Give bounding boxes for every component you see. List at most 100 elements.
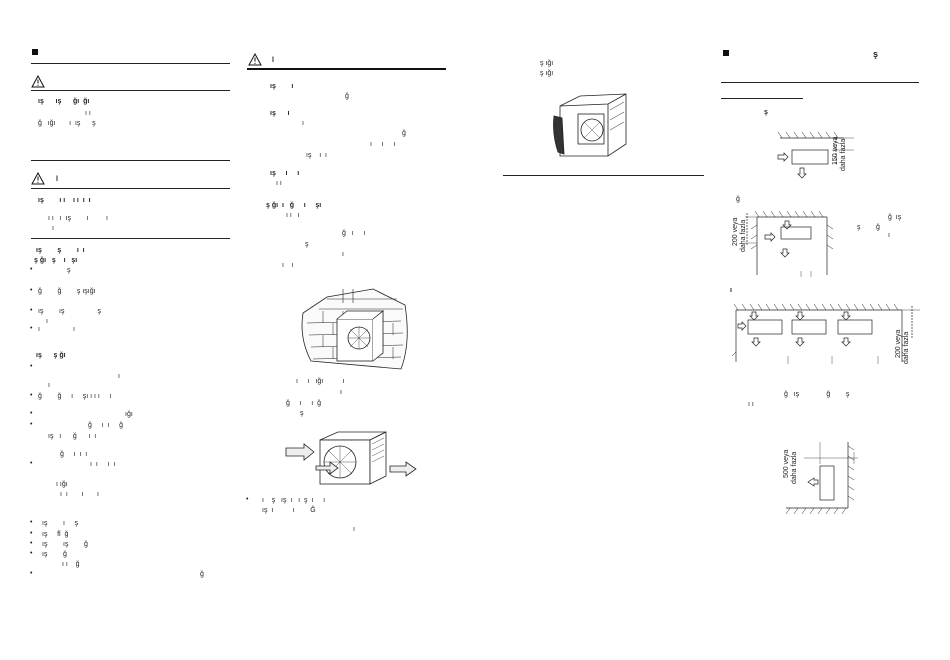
- clearance-diagram-top: [777, 131, 854, 179]
- figure-1-caption: ı: [340, 389, 342, 396]
- caution-rule-2: [247, 68, 446, 70]
- bullet-dot: •: [30, 540, 33, 547]
- clearance-label-500: daha fazla: [791, 451, 798, 484]
- caution-line: ış ı ı: [270, 170, 300, 177]
- caution-line: ı: [302, 120, 304, 127]
- caution-line-1: ış ı ı ı ı ı ı: [38, 197, 91, 204]
- caution-line: ş: [305, 241, 309, 248]
- list-item: ı ı ı ı: [60, 491, 99, 498]
- list-item: ğ ğ ş ışığı: [38, 288, 96, 295]
- list-item: ı: [46, 318, 48, 325]
- list-item: ış ı ş: [42, 520, 79, 527]
- top-line: ş ığı: [540, 70, 554, 77]
- list-item: ı ığı: [56, 481, 68, 488]
- figure-2-caption: ış ı ı Ğ: [262, 507, 316, 514]
- bullet-dot: •: [30, 287, 33, 294]
- list-heading-1: ış ş ı ı: [36, 247, 85, 254]
- bullet-dot: •: [30, 519, 33, 526]
- list-item: ğ ı ı ı: [60, 451, 88, 458]
- caution-line: ış ı: [270, 83, 294, 90]
- list-item: ış ğ: [42, 551, 67, 558]
- bullet-dot: •: [30, 421, 33, 428]
- warning-line-3: ğ ığı ı ış ş: [38, 120, 96, 127]
- caution-line: ğ: [345, 93, 349, 100]
- row-3-label: ı: [730, 287, 732, 294]
- caution-line: ış ı ı: [306, 152, 328, 159]
- caution-title-mark: l: [56, 176, 58, 183]
- sub-label: ş: [764, 109, 768, 116]
- bullet-dot: •: [30, 410, 33, 417]
- list-item: ı ı ı ı: [90, 461, 116, 468]
- outdoor-unit-cover-figure: [553, 93, 627, 157]
- warning-rule: [31, 90, 230, 91]
- figure-1-caption: ş: [300, 410, 304, 417]
- caution-triangle-icon: [31, 172, 45, 185]
- sub-heading: ış ş ğı: [36, 352, 66, 359]
- clearance-label-500: 500 veya: [783, 449, 790, 478]
- side-note: ş ğ: [857, 224, 880, 231]
- bullet-dot: •: [30, 266, 33, 273]
- section-heading: ş: [873, 49, 879, 59]
- caution-rule-top: [31, 160, 230, 161]
- column-4-rule: [721, 82, 919, 83]
- side-note: ı: [888, 232, 890, 239]
- caution-line: ı ı ı: [370, 141, 396, 148]
- caution-line: ğ ı ı: [342, 230, 366, 237]
- clearance-label-200a: 200 veya: [732, 217, 739, 246]
- list-item: ı: [118, 373, 120, 380]
- caution-line: ı ı ı: [286, 212, 300, 219]
- column-3-rule: [503, 175, 704, 176]
- list-item: ış ı ğ ı ı: [48, 433, 97, 440]
- figure-2-caption: ı: [353, 526, 355, 533]
- list-item: ış ış ğ: [42, 541, 88, 548]
- warning-line-1: ış ış ğı ğı: [38, 98, 90, 105]
- caution-line: ı ı: [282, 262, 294, 269]
- clearance-label-150: 150 veya: [832, 136, 839, 165]
- list-item: ğ: [200, 571, 204, 578]
- figure-1-caption: ı ı ığı ı: [296, 378, 345, 385]
- bottom-note: ğ ış ğ ş: [784, 391, 850, 398]
- outdoor-unit-airflow-figure: [285, 431, 417, 485]
- bullet-dot: •: [30, 363, 33, 370]
- list-item: ğ ı ı ğ: [88, 422, 124, 429]
- bullet-dot: •: [30, 460, 33, 467]
- figure-2-caption: ı ş ış ı ı ş ı ı: [262, 497, 326, 504]
- warning-line-2: ı ı: [85, 110, 91, 117]
- list-item: ış ış ş: [38, 308, 102, 315]
- bullet-dot: •: [30, 530, 33, 537]
- clearance-label-200b: daha fazla: [903, 331, 910, 364]
- section-rule: [31, 63, 230, 64]
- top-line: ş ığı: [540, 60, 554, 67]
- warning-triangle-icon: [31, 75, 45, 88]
- caution-line-3: ı: [52, 225, 54, 232]
- section-bullet-square-4: [723, 50, 729, 56]
- clearance-label-200a: daha fazla: [740, 219, 747, 252]
- caution-line: ış ı: [270, 110, 290, 117]
- figure-1-caption: ğ ı ı ğ: [286, 400, 322, 407]
- clearance-diagram-bottom: [785, 442, 858, 515]
- bullet-dot: •: [30, 570, 33, 577]
- caution-line: ı ı: [276, 180, 282, 187]
- list-item: ş: [67, 267, 71, 274]
- bottom-note: ı ı: [748, 401, 754, 408]
- caution-line: ş ğı ı ğ ı şı: [266, 202, 322, 209]
- bullet-dot: •: [30, 550, 33, 557]
- list-item: ı ı: [38, 326, 75, 333]
- outdoor-unit-wall-figure: [301, 288, 408, 370]
- mid-label: ğ: [736, 196, 740, 203]
- clearance-label-200b: 200 veya: [895, 329, 902, 358]
- caution-title-mark-2: l: [272, 57, 274, 64]
- bullet-dot: •: [30, 325, 33, 332]
- section-bullet-square: [32, 49, 38, 55]
- caution-line: ğ: [402, 130, 406, 137]
- clearance-diagram-row: [731, 303, 920, 364]
- list-item: ığı: [125, 411, 133, 418]
- bullet-dot: •: [30, 392, 33, 399]
- clearance-diagram-middle: [745, 210, 834, 277]
- list-item: ış ﬂ ğ: [42, 531, 69, 538]
- caution-line: ı: [342, 251, 344, 258]
- list-rule: [31, 238, 230, 239]
- clearance-label-150: daha fazla: [840, 138, 847, 171]
- list-item: ı: [48, 382, 50, 389]
- list-item: ğ ğ ı şı ı ı ı ı: [38, 393, 112, 400]
